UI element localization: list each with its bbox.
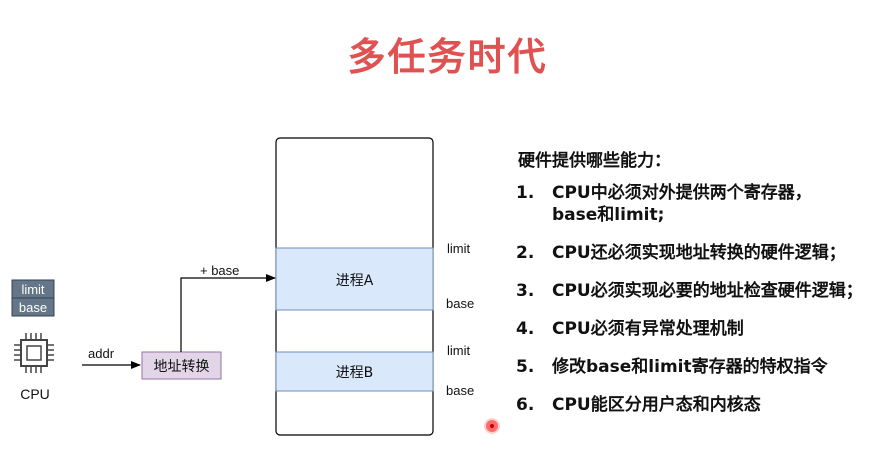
register-stack: limit base	[11, 279, 55, 317]
list-item: 1. CPU中必须对外提供两个寄存器， base和limit;	[516, 182, 895, 226]
list-item-text: CPU必须实现必要的地址检查硬件逻辑；	[552, 281, 863, 301]
list-item-number: 6.	[516, 395, 535, 415]
process-a-limit-label: limit	[447, 241, 470, 256]
process-b-label: 进程B	[336, 365, 374, 381]
list-item: 3. CPU必须实现必要的地址检查硬件逻辑；	[516, 280, 895, 302]
list-item-text: CPU还必须实现地址转换的硬件逻辑；	[552, 243, 846, 263]
process-b-limit-label: limit	[447, 343, 470, 358]
process-a-label: 进程A	[336, 273, 374, 289]
list-item-text: CPU必须有异常处理机制	[552, 319, 744, 339]
base-register-label: base	[19, 300, 47, 315]
address-translation-label: 地址转换	[154, 358, 210, 375]
process-a-base-label: base	[446, 296, 474, 311]
list-item-text: 修改base和limit寄存器的特权指令	[552, 357, 828, 377]
cpu-chip-icon	[14, 333, 54, 373]
list-item-text: CPU中必须对外提供两个寄存器，	[552, 183, 812, 203]
list-item-number: 3.	[516, 281, 535, 301]
list-item: 2. CPU还必须实现地址转换的硬件逻辑；	[516, 242, 895, 264]
process-b-base-label: base	[446, 383, 474, 398]
capabilities-heading: 硬件提供哪些能力：	[518, 151, 671, 171]
list-item-text: CPU能区分用户态和内核态	[552, 395, 761, 415]
address-translation-box	[141, 351, 222, 380]
list-item-number: 2.	[516, 243, 535, 263]
plus-base-arrow	[180, 274, 276, 352]
process-a-block	[275, 247, 434, 311]
list-item-number: 5.	[516, 357, 535, 377]
list-item-number: 1.	[516, 183, 535, 203]
list-item: 6. CPU能区分用户态和内核态	[516, 394, 895, 416]
cpu-label: CPU	[20, 386, 50, 402]
base-register	[11, 297, 55, 317]
slide-title: 多任务时代	[347, 35, 548, 79]
limit-register-label: limit	[21, 282, 44, 297]
plus-base-label: + base	[200, 263, 239, 278]
list-item: 4. CPU必须有异常处理机制	[516, 318, 895, 340]
list-item: 5. 修改base和limit寄存器的特权指令	[516, 356, 895, 378]
list-item-number: 4.	[516, 319, 535, 339]
pointer-cursor-icon	[486, 420, 498, 432]
addr-label: addr	[88, 346, 115, 361]
list-item-text-continued: base和limit;	[552, 205, 665, 225]
capabilities-list: 1. CPU中必须对外提供两个寄存器， base和limit; 2. CPU还必…	[516, 182, 895, 432]
process-b-block	[275, 351, 434, 392]
